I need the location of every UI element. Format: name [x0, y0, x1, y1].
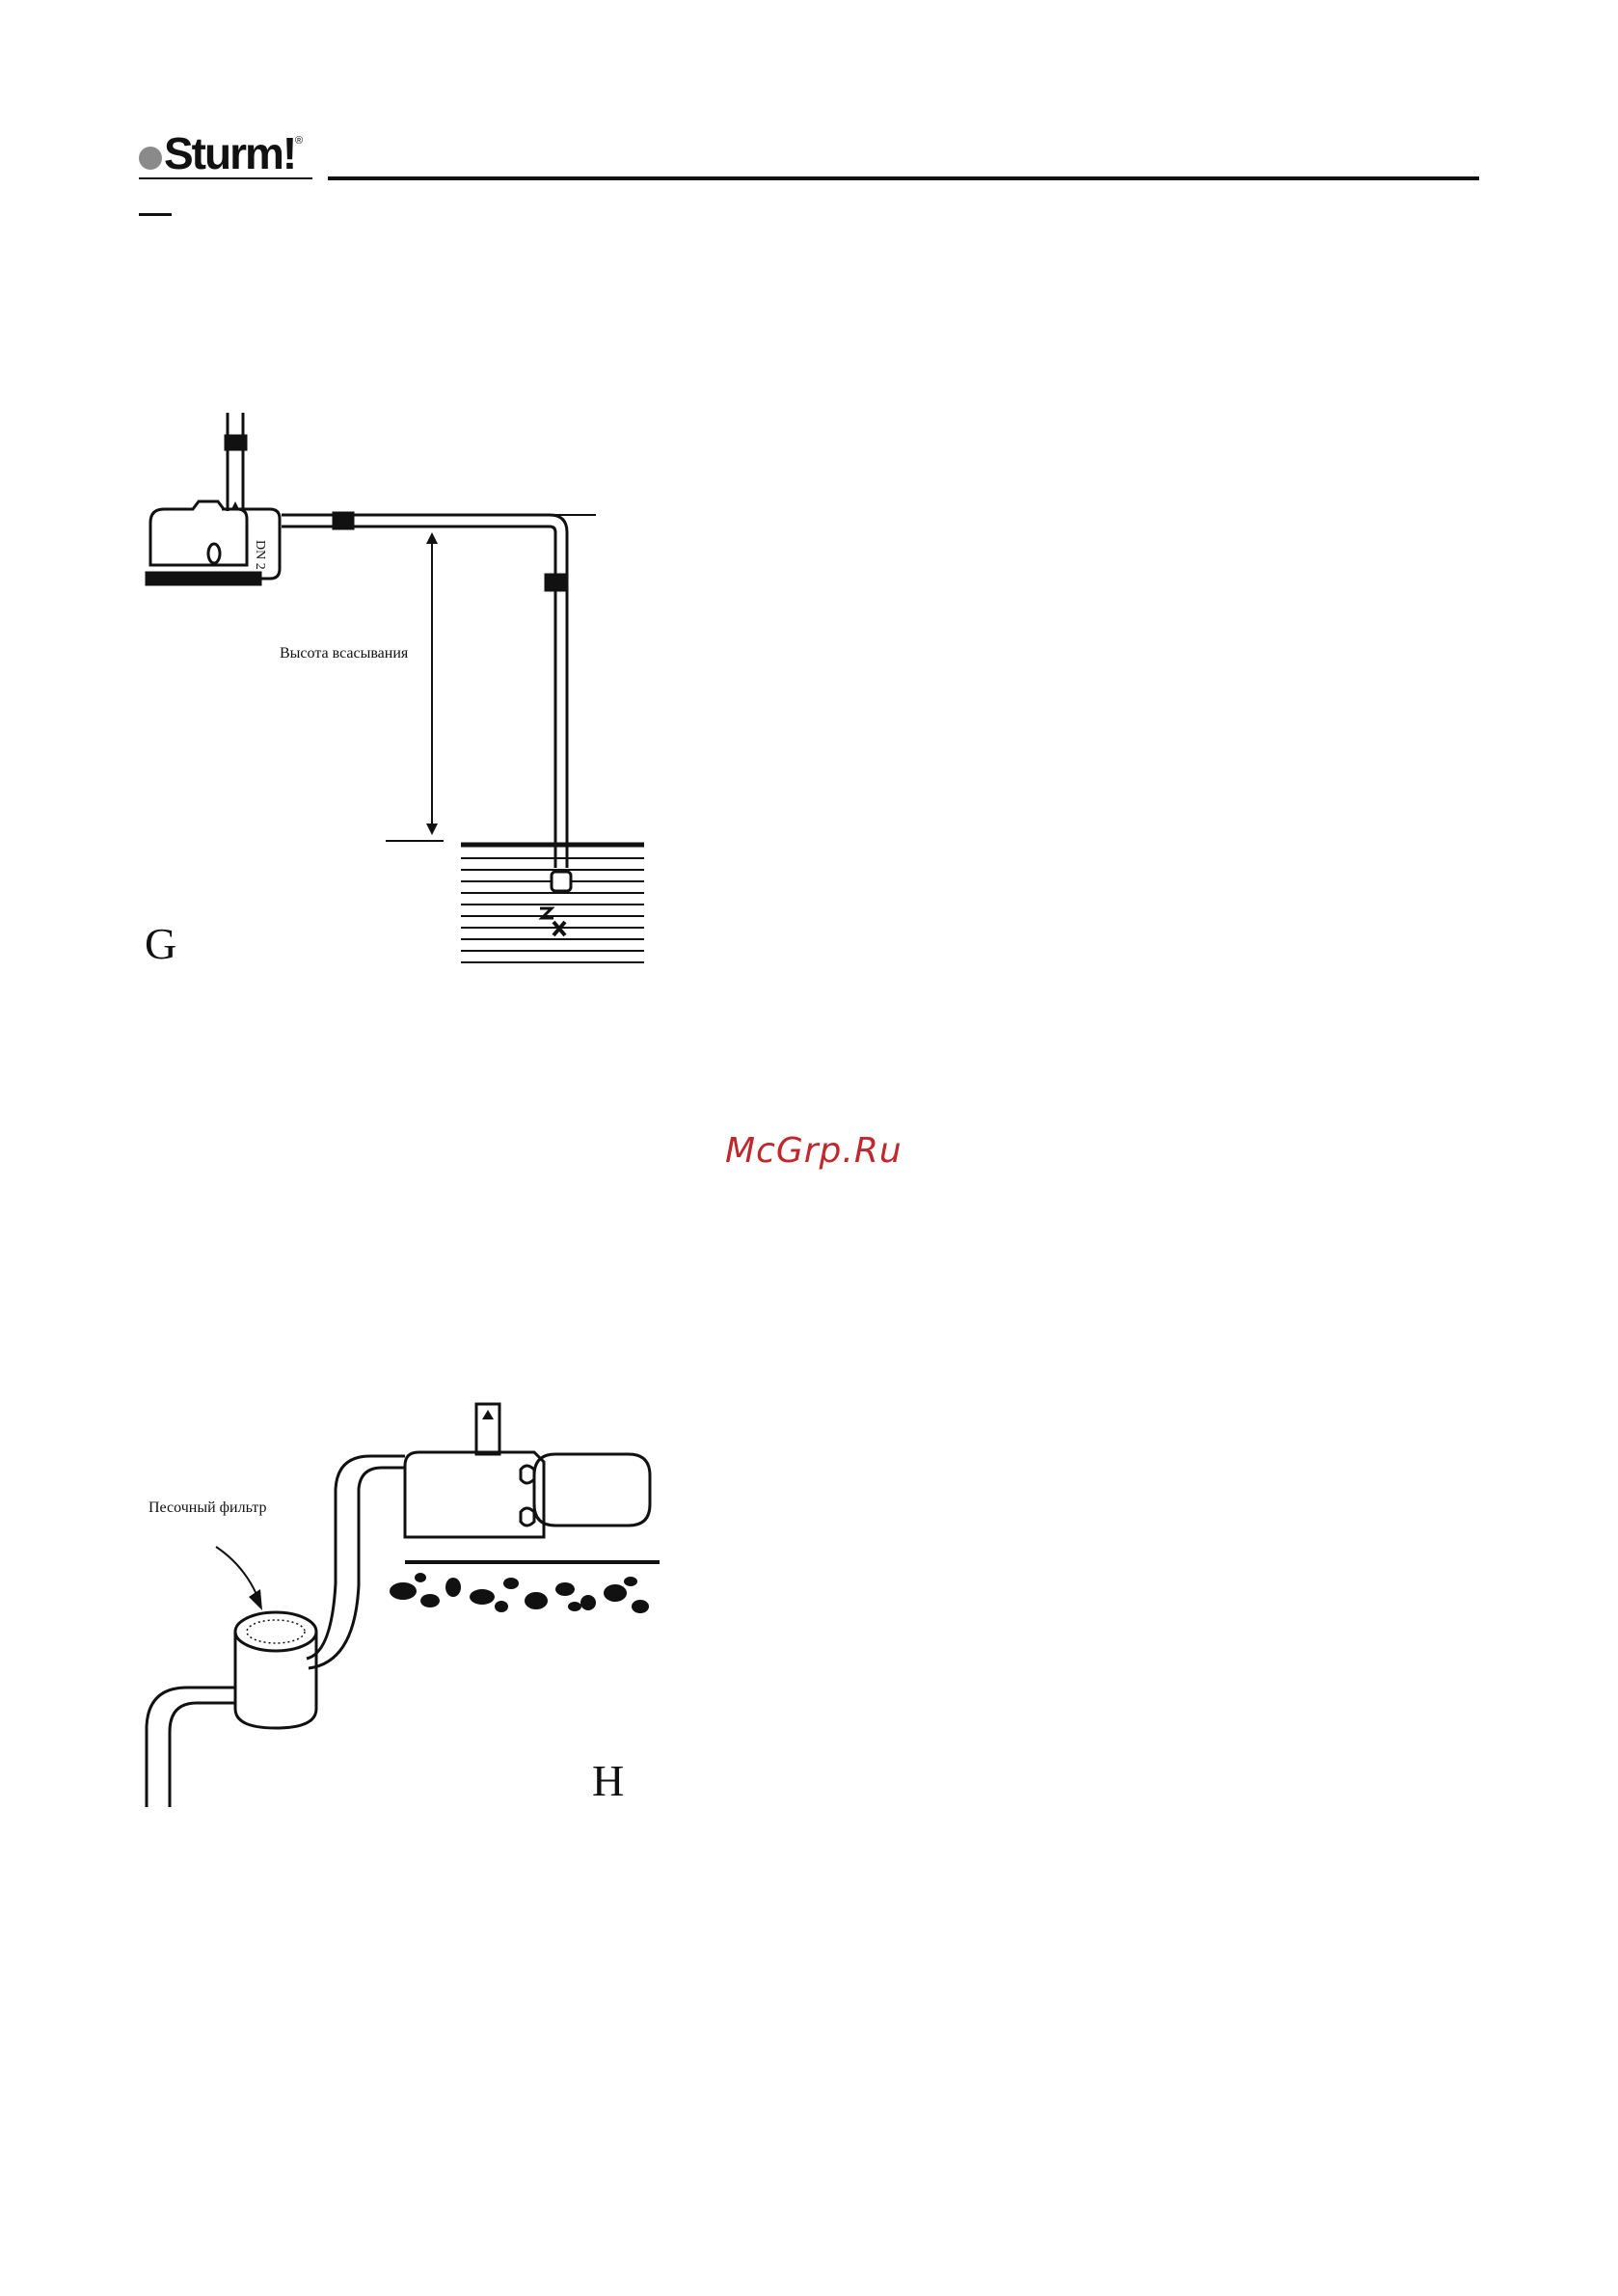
- figure-g-label: G: [145, 919, 176, 968]
- sand-filter-label: Песочный фильтр: [148, 1499, 266, 1516]
- pump-base: [147, 573, 260, 584]
- pump-motor: [150, 501, 247, 565]
- pipe-coupling: [226, 436, 246, 449]
- figure-h: [147, 1404, 660, 1807]
- gravel: [390, 1573, 649, 1613]
- pump-motor-h: [534, 1454, 650, 1526]
- watermark: McGrp.Ru: [725, 1131, 903, 1171]
- water-lines: [461, 845, 644, 962]
- foot-valve: [552, 872, 571, 891]
- pump-marking: DN 2: [253, 540, 267, 570]
- figure-g: DN 2: [147, 413, 644, 962]
- figure-h-label: H: [592, 1756, 624, 1805]
- suction-height-label: Высота всасывания: [280, 645, 409, 662]
